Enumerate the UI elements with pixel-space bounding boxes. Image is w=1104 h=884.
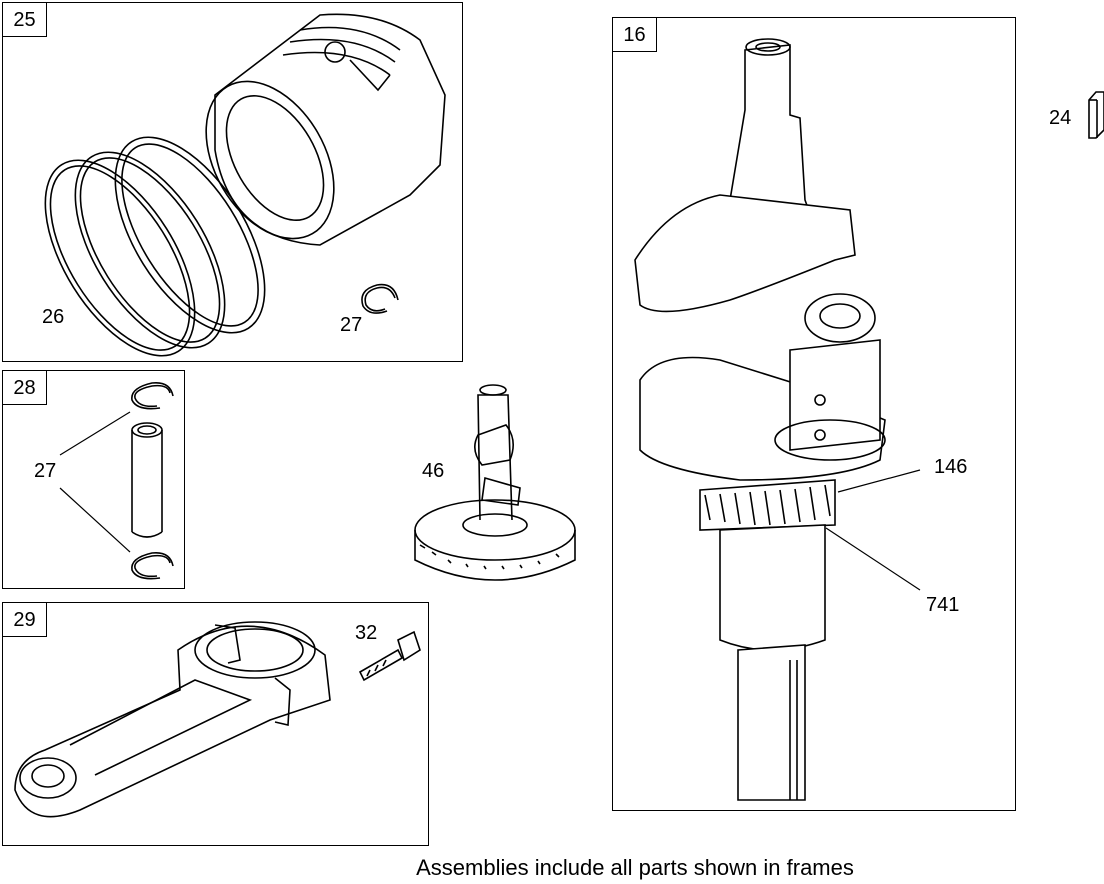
frame-wrist-pin: 28 bbox=[2, 370, 185, 589]
circlip-top-illustration bbox=[362, 285, 398, 314]
callout-clip-left: 27 bbox=[34, 460, 57, 482]
crank-leader-lines bbox=[826, 470, 920, 590]
frame-tag: 16 bbox=[613, 18, 657, 52]
callout-rings: 26 bbox=[42, 306, 65, 328]
callout-key: 24 bbox=[1049, 107, 1072, 129]
pin-clips-illustration bbox=[132, 383, 173, 579]
woodruff-key-illustration bbox=[1089, 92, 1104, 138]
piston-rings-illustration bbox=[15, 113, 295, 381]
diagram-caption: Assemblies include all parts shown in fr… bbox=[416, 855, 854, 880]
piston-illustration bbox=[180, 14, 445, 261]
camshaft-illustration bbox=[415, 385, 575, 580]
frame-tag: 29 bbox=[3, 603, 47, 637]
frame-piston: 25 bbox=[2, 2, 463, 362]
connecting-rod-illustration bbox=[15, 622, 330, 817]
frame-tag: 25 bbox=[3, 3, 47, 37]
frame-tag: 28 bbox=[3, 371, 47, 405]
callout-clip-top: 27 bbox=[340, 314, 363, 336]
wrist-pin-illustration bbox=[132, 423, 162, 537]
callout-crank-gear-a: 146 bbox=[934, 456, 968, 478]
callout-bolt: 32 bbox=[355, 622, 378, 644]
frame-connecting-rod: 29 bbox=[2, 602, 429, 846]
leader-lines-27 bbox=[60, 412, 130, 552]
callout-crank-gear-b: 741 bbox=[926, 594, 960, 616]
rod-bolt-illustration bbox=[360, 632, 420, 680]
callout-cam: 46 bbox=[422, 460, 445, 482]
frame-crankshaft: 16 bbox=[612, 17, 1016, 811]
crankshaft-illustration bbox=[635, 39, 885, 800]
